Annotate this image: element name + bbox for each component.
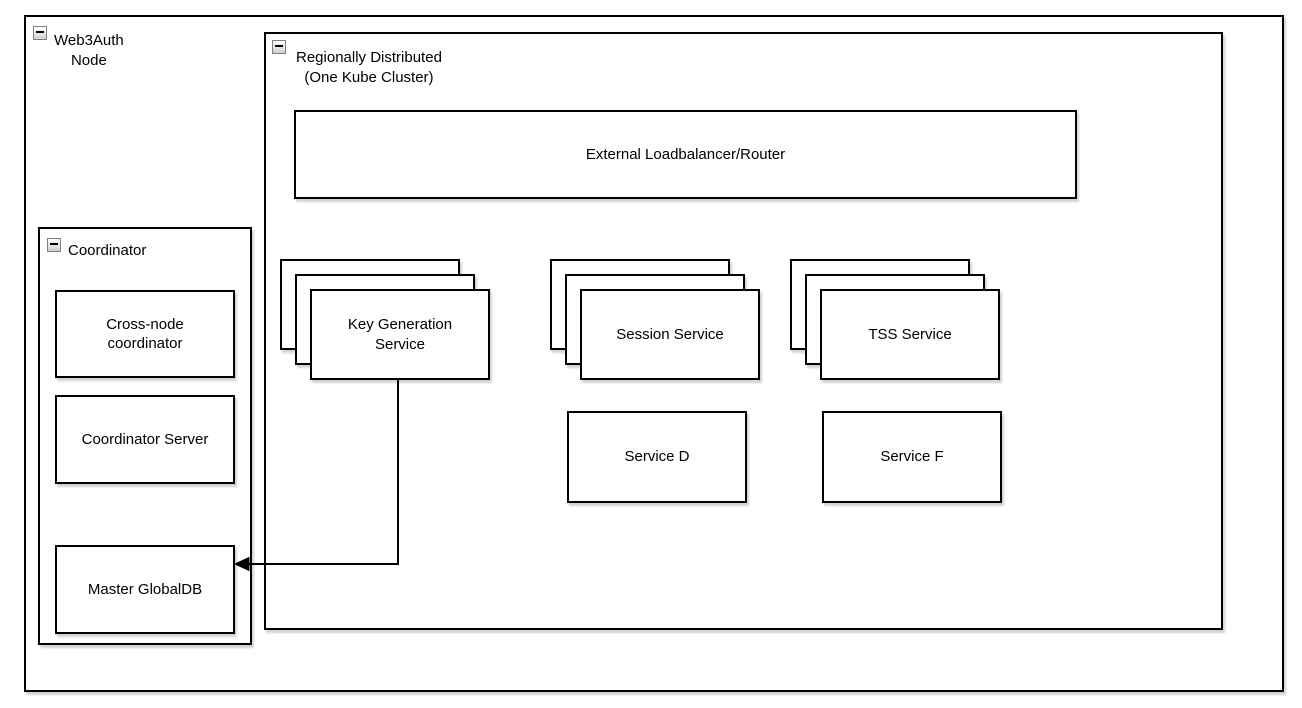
coordinator-server-box[interactable]: Coordinator Server	[55, 395, 235, 484]
master-globaldb-box[interactable]: Master GlobalDB	[55, 545, 235, 634]
service-f-box[interactable]: Service F	[822, 411, 1002, 503]
coordinator-label: Coordinator	[68, 242, 147, 259]
session-service-label: Session Service	[616, 325, 724, 343]
session-service-box[interactable]: Session Service	[580, 289, 760, 380]
arrowhead-icon	[233, 556, 250, 572]
service-d-label: Service D	[624, 448, 690, 466]
collapse-icon[interactable]	[272, 40, 286, 54]
service-d-box[interactable]: Service D	[567, 411, 747, 503]
coordinator-container[interactable]: Coordinator Cross-node coordinator Coord…	[38, 227, 252, 645]
coordinator-server-label: Coordinator Server	[81, 430, 209, 448]
collapse-icon[interactable]	[33, 26, 47, 40]
master-globaldb-label: Master GlobalDB	[87, 580, 203, 598]
external-loadbalancer-box[interactable]: External Loadbalancer/Router	[294, 110, 1077, 199]
cross-node-coordinator-label: Cross-node coordinator	[106, 315, 184, 353]
service-f-label: Service F	[880, 448, 944, 466]
collapse-icon[interactable]	[47, 238, 61, 252]
key-generation-service-box[interactable]: Key Generation Service	[310, 289, 490, 380]
external-loadbalancer-label: External Loadbalancer/Router	[585, 145, 786, 163]
tss-service-box[interactable]: TSS Service	[820, 289, 1000, 380]
regionally-distributed-label: Regionally Distributed (One Kube Cluster…	[296, 49, 442, 86]
regionally-distributed-container[interactable]: Regionally Distributed (One Kube Cluster…	[264, 32, 1223, 630]
web3auth-node-label: Web3Auth Node	[54, 32, 124, 69]
tss-service-label: TSS Service	[868, 325, 952, 343]
cross-node-coordinator-box[interactable]: Cross-node coordinator	[55, 290, 235, 378]
key-generation-service-label: Key Generation Service	[347, 316, 453, 353]
